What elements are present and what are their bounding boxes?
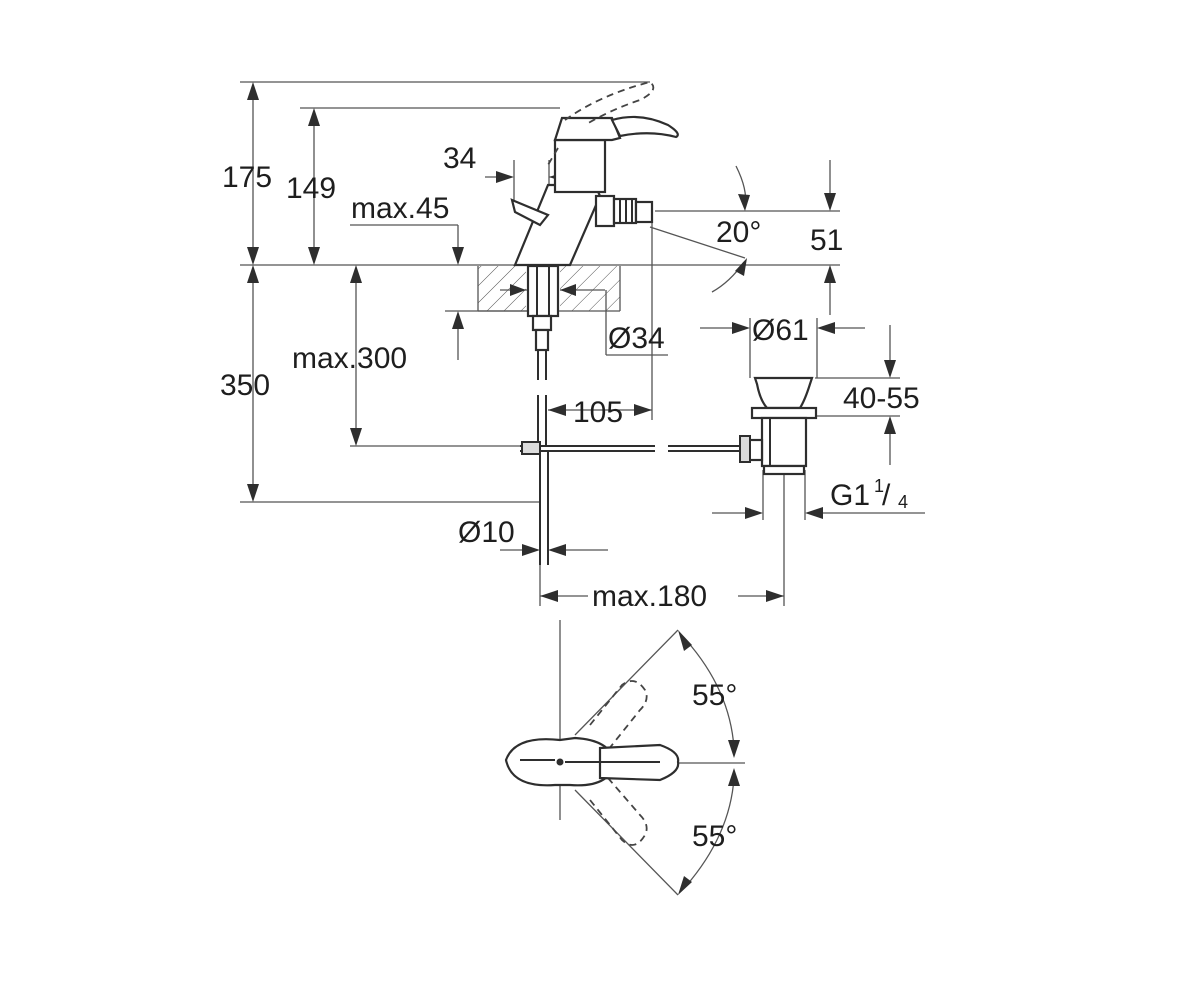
dimension-max180	[539, 460, 785, 606]
label-149: 149	[286, 172, 336, 205]
label-g-thread-slash: /	[882, 479, 891, 512]
dimension-105	[548, 216, 653, 420]
label-34-top: 34	[443, 142, 476, 175]
label-175: 175	[222, 161, 272, 194]
dimension-40-55	[815, 325, 900, 465]
dimension-51	[824, 160, 836, 315]
faucet-top-view	[504, 620, 745, 896]
dimension-149	[308, 108, 320, 265]
popup-rod	[520, 441, 745, 565]
label-angle-55-top: 55°	[692, 679, 737, 712]
dimension-175	[247, 82, 259, 265]
waste-assembly	[739, 376, 818, 476]
dimension-350	[247, 265, 259, 502]
tailpiece	[526, 264, 560, 445]
label-max180: max.180	[592, 580, 707, 613]
label-dia10: Ø10	[458, 516, 515, 549]
dimension-dia61	[700, 318, 865, 378]
label-max45: max.45	[351, 192, 449, 225]
label-g-thread-numerator: 1	[874, 476, 884, 496]
label-51: 51	[810, 224, 843, 257]
label-105: 105	[573, 396, 623, 429]
countertop-section	[477, 266, 621, 312]
label-dia61: Ø61	[752, 314, 809, 347]
dimension-max300	[350, 265, 362, 446]
dimension-dia10	[500, 544, 608, 556]
dimension-g-thread	[712, 470, 925, 520]
label-angle-20: 20°	[716, 216, 761, 249]
label-g-thread-denominator: 4	[898, 492, 908, 512]
label-40-55: 40-55	[843, 382, 920, 415]
angle-20-indicator	[649, 165, 750, 293]
faucet-body-side	[510, 81, 679, 267]
label-max300: max.300	[292, 342, 407, 375]
label-dia34: Ø34	[608, 322, 665, 355]
label-350: 350	[220, 369, 270, 402]
label-g-thread: G1	[830, 479, 870, 512]
label-angle-55-bottom: 55°	[692, 820, 737, 853]
